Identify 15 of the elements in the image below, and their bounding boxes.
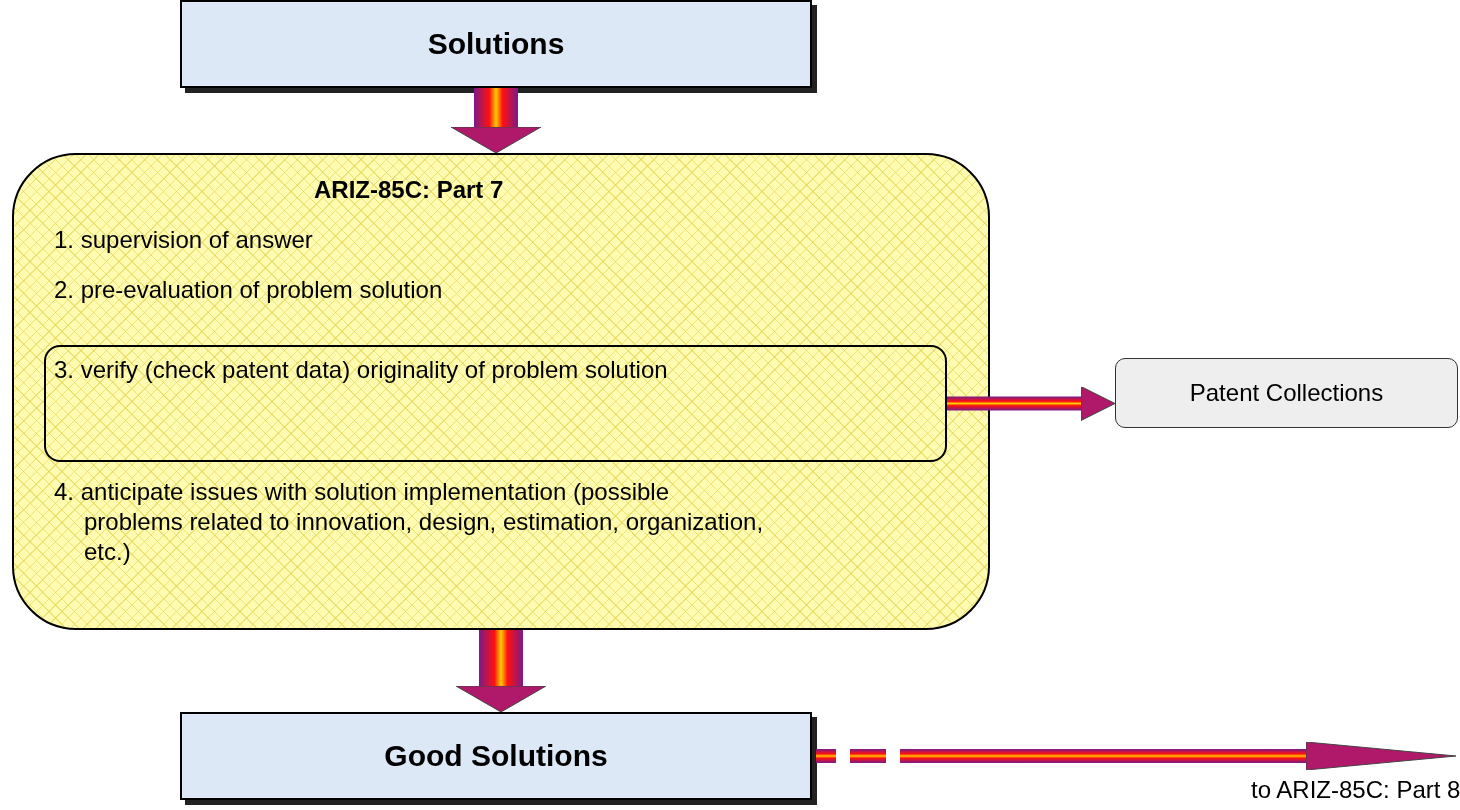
process-box [1115,358,1458,428]
box-label: Solutions [427,27,565,61]
list-item: 2. pre-evaluation of problem solution [53,275,444,305]
edge-label: to ARIZ-85C: Part 8 [1251,776,1460,804]
list-item: 1. supervision of answer [53,225,314,255]
process-panel [12,153,990,630]
box-label: Patent Collections [1189,379,1384,407]
box-label: Good Solutions [384,739,608,773]
list-item: 4. anticipate issues with solution implementation (possible problems related to innovation, design, estimation, organization, etc.) [53,477,764,567]
arrow [450,88,542,154]
panel-heading: ARIZ-85C: Part 7 [314,175,505,205]
arrow [816,741,1457,771]
highlight-box [44,345,947,462]
list-item: 3. verify (check patent data) originality of problem solution [53,355,669,385]
arrow [455,630,547,713]
